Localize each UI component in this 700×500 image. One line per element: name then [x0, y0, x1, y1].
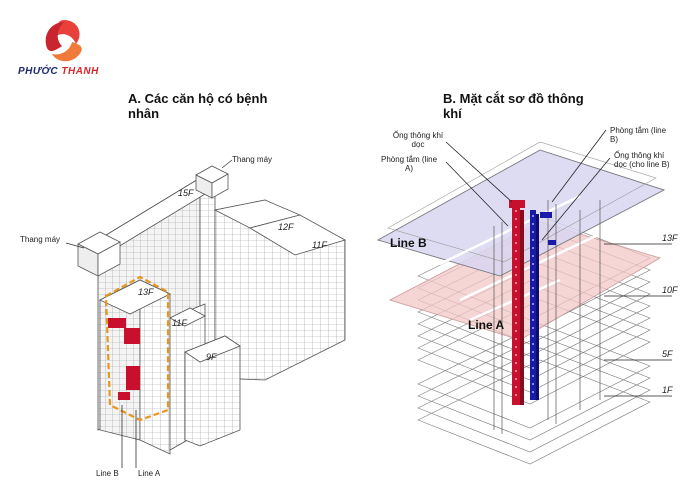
elevator-tower-top [195, 165, 229, 199]
line-a-plate-label: Line A [468, 318, 505, 332]
floor-label-15f: 15F [178, 188, 194, 198]
elevator-left-label: Thang máy [20, 235, 61, 244]
floor-label-11f: 11F [312, 240, 327, 250]
logo-text-right: THANH [61, 66, 99, 77]
logo: PHƯỚC THANH [14, 12, 114, 82]
floor-label-9f: 9F [206, 352, 217, 362]
logo-mark-icon [45, 20, 82, 62]
line-b-plate-label: Line B [390, 236, 427, 250]
ventilation-section [376, 129, 672, 465]
patient-unit [126, 366, 140, 390]
patient-unit [108, 318, 126, 328]
vent-duct-label: Ống thông khí dọc [392, 131, 444, 149]
vent-duct-red [512, 205, 520, 405]
floor-label-b-1f: 1F [662, 385, 673, 395]
bath-a-label: Phòng tắm (line A) [380, 155, 438, 173]
floor-label-b-5f: 5F [662, 349, 673, 359]
floor-label-b-13f: 13F [662, 233, 678, 243]
logo-text: PHƯỚC THANH [18, 66, 99, 77]
line-b-label: Line B [96, 469, 119, 478]
logo-text-left: PHƯỚC [18, 66, 62, 77]
floor-label-b-10f: 10F [662, 285, 678, 295]
line-a-label: Line A [138, 469, 161, 478]
patient-unit [118, 392, 130, 400]
highlight-outline [104, 275, 170, 422]
panel-a-title: A. Các căn hộ có bệnh nhân [128, 91, 268, 121]
elevator-top-label: Thang máy [232, 155, 273, 164]
floor-label-13f: 13F [138, 287, 154, 297]
floor-label-12f: 12F [278, 222, 294, 232]
floor-label-11f-front: 11F [172, 318, 187, 328]
elevator-tower-left [77, 231, 121, 277]
patient-unit [124, 328, 140, 344]
patient-units [108, 318, 140, 400]
panel-b-title: B. Mặt cắt sơ đồ thông khí [443, 91, 584, 121]
bath-b-label: Phòng tắm (line B) [610, 126, 667, 144]
vent-duct-b-label: Ống thông khí dọc (cho line B) [614, 151, 670, 169]
